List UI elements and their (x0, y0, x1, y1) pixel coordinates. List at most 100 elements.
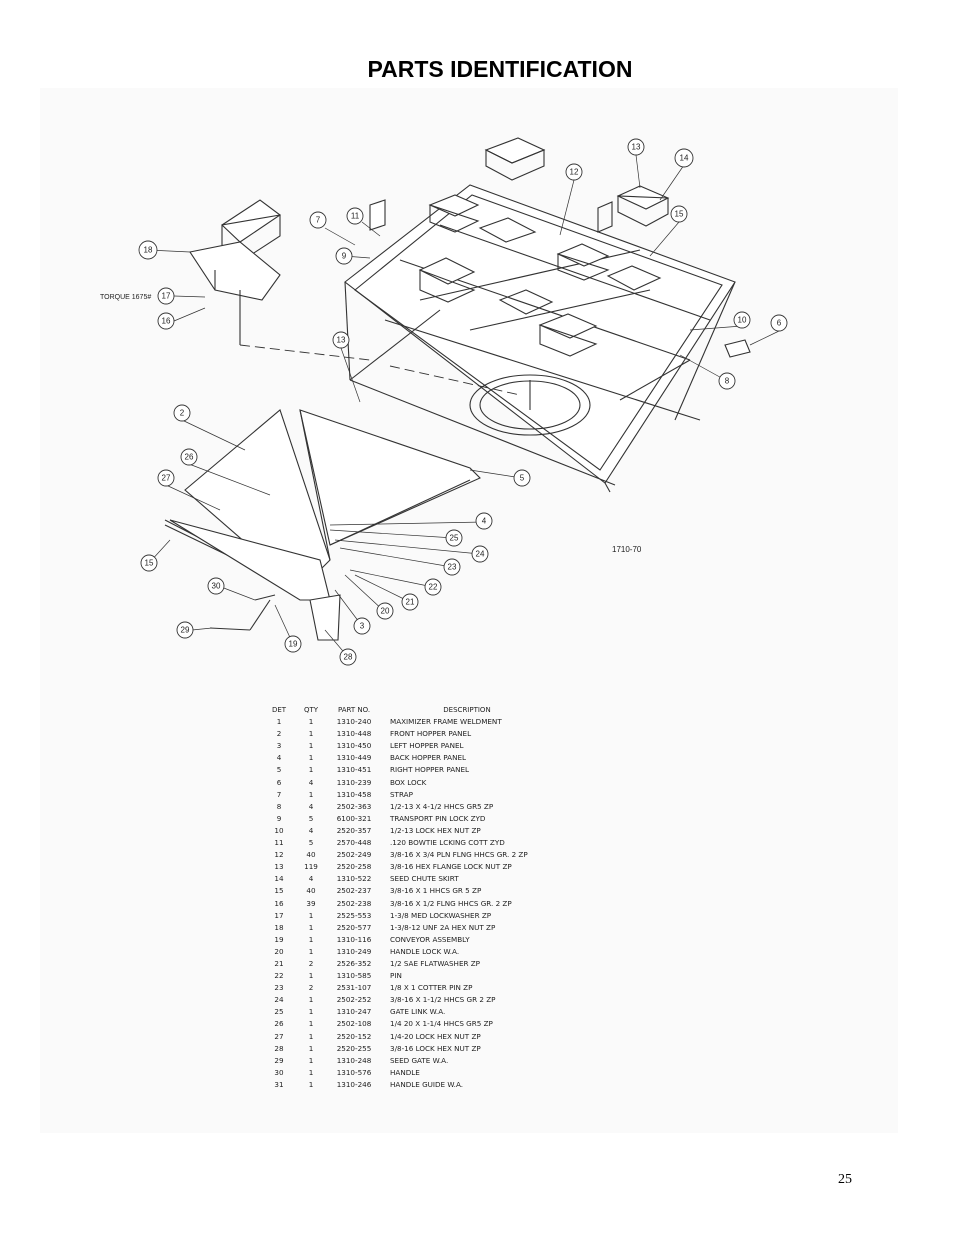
cell-det: 24 (274, 995, 284, 1005)
svg-text:2: 2 (180, 409, 185, 418)
callout-16: 15 (140, 554, 158, 572)
cell-desc: TRANSPORT PIN LOCK ZYD (390, 813, 486, 823)
cell-part: 1310-449 (336, 753, 372, 763)
cell-part: 2502-237 (336, 886, 372, 896)
cell-det: 10 (274, 825, 284, 835)
cell-det: 29 (274, 1055, 284, 1065)
callout-19: 18 (138, 240, 158, 260)
cell-part: 1310-458 (336, 789, 372, 799)
cell-part: 1310-448 (336, 729, 372, 739)
hopper-panels (164, 409, 481, 601)
svg-text:18: 18 (144, 246, 153, 255)
svg-text:28: 28 (344, 653, 353, 662)
cell-part: 6100-321 (336, 813, 372, 823)
cell-part: 1310-249 (336, 946, 372, 956)
svg-text:16: 16 (162, 317, 171, 326)
cell-det: 20 (274, 946, 284, 956)
cell-det: 30 (274, 1067, 284, 1077)
header-det: DET (271, 706, 287, 714)
cell-det: 16 (274, 898, 284, 908)
callout-22: 21 (401, 593, 419, 611)
callout-21: 20 (376, 602, 394, 620)
cell-part: 1310-239 (336, 777, 372, 787)
callout-31: 30 (207, 577, 225, 595)
cell-desc: 3/8-16 LOCK HEX NUT ZP (390, 1043, 481, 1053)
parts-table-header: DET QTY PART NO. DESCRIPTION (262, 704, 552, 716)
callout-10: 10 (733, 311, 751, 329)
cell-det: 9 (276, 813, 282, 823)
svg-text:25: 25 (450, 534, 459, 543)
cell-desc: 1/2-13 X 4-1/2 HHCS GR5 ZP (390, 801, 494, 811)
page-title: PARTS IDENTIFICATION (367, 56, 633, 82)
cell-desc: 3/8-16 X 3/4 PLN FLNG HHCS GR. 2 ZP (390, 850, 528, 860)
cell-desc: PIN (390, 971, 402, 981)
callout-28: 27 (157, 469, 175, 487)
callout-26: 25 (445, 529, 463, 547)
cell-part: 1310-451 (336, 765, 372, 775)
svg-text:4: 4 (482, 517, 487, 526)
callout-17: 16 (157, 312, 175, 330)
box-locks (369, 199, 751, 358)
cell-desc: 1/4-20 LOCK HEX NUT ZP (390, 1031, 481, 1041)
callout-9: 9 (335, 247, 353, 265)
cell-det: 6 (276, 777, 282, 787)
callout-6: 6 (770, 314, 788, 332)
svg-text:19: 19 (289, 640, 298, 649)
cell-desc: 3/8-16 X 1/2 FLNG HHCS GR. 2 ZP (390, 898, 512, 908)
cell-qty: 1 (308, 717, 314, 727)
cell-part: 2502-249 (336, 850, 372, 860)
conveyor-assembly (189, 199, 281, 345)
cell-desc: 3/8-16 HEX FLANGE LOCK NUT ZP (390, 862, 512, 872)
callout-20: 19 (284, 635, 302, 653)
header-part-no: PART NO. (337, 706, 371, 714)
callout-7: 7 (309, 211, 327, 229)
cell-desc: 3/8-16 X 1-1/2 HHCS GR 2 ZP (390, 995, 496, 1005)
callout-27: 26 (180, 448, 198, 466)
cell-qty: 5 (308, 838, 314, 848)
svg-text:10: 10 (738, 316, 747, 325)
cell-qty: 4 (308, 801, 314, 811)
cell-part: 2520-255 (336, 1043, 372, 1053)
svg-text:26: 26 (185, 453, 194, 462)
cell-det: 26 (274, 1019, 284, 1029)
cell-qty: 39 (306, 898, 316, 908)
svg-text:15: 15 (675, 210, 684, 219)
cell-part: 2502-252 (336, 995, 372, 1005)
cell-part: 1310-247 (336, 1007, 372, 1017)
cell-qty: 1 (308, 1055, 314, 1065)
cell-det: 13 (274, 862, 284, 872)
cell-desc: HANDLE LOCK W.A. (390, 946, 460, 956)
cell-desc: .120 BOWTIE LCKING COTT ZYD (390, 838, 505, 848)
cell-det: 5 (276, 765, 282, 775)
cell-qty: 1 (308, 789, 314, 799)
svg-text:13: 13 (337, 336, 346, 345)
svg-text:27: 27 (162, 474, 171, 483)
cell-det: 15 (274, 886, 284, 896)
seed-boxes (418, 137, 670, 357)
torque-note: TORQUE 1675# (100, 294, 151, 301)
cell-desc: SEED CHUTE SKIRT (390, 874, 459, 884)
callout-11: 11 (346, 207, 364, 225)
cell-det: 27 (274, 1031, 284, 1041)
cell-part: 1310-450 (336, 741, 372, 751)
cell-det: 4 (276, 753, 282, 763)
cell-qty: 2 (308, 958, 314, 968)
cell-part: 2520-577 (336, 922, 372, 932)
svg-text:14: 14 (680, 154, 689, 163)
header-qty: QTY (303, 706, 319, 714)
cell-part: 1310-116 (336, 934, 372, 944)
svg-text:13: 13 (632, 143, 641, 152)
cell-part: 2502-108 (336, 1019, 372, 1029)
